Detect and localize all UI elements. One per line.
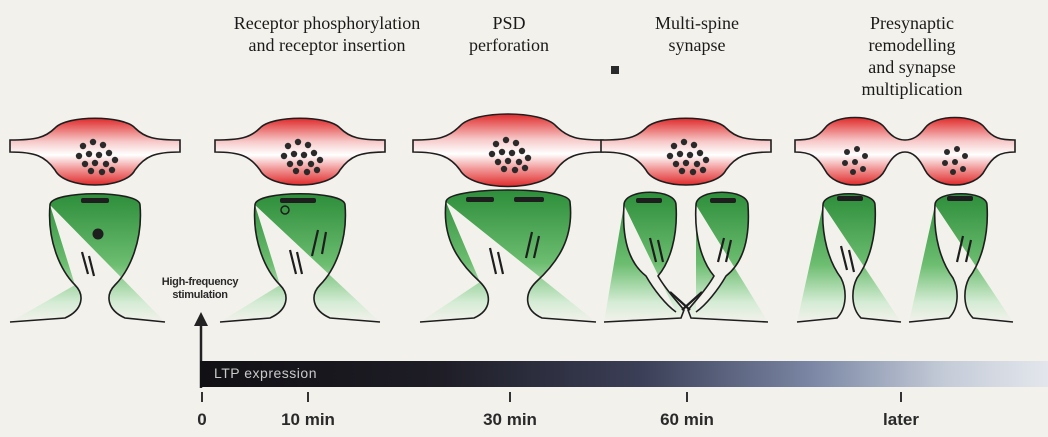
- time-label-later: later: [883, 410, 919, 430]
- time-label-30min: 30 min: [483, 410, 537, 430]
- tick-mark: [307, 392, 309, 402]
- synapse-stage-3: [601, 118, 771, 322]
- stimulation-label: High-frequency stimulation: [140, 276, 260, 302]
- ltp-label: LTP expression: [214, 365, 317, 381]
- time-label-0: 0: [197, 410, 206, 430]
- synapse-stage-4: [795, 118, 1015, 323]
- tick-mark: [509, 392, 511, 402]
- time-label-60min: 60 min: [660, 410, 714, 430]
- tick-mark: [201, 392, 203, 402]
- tick-mark: [686, 392, 688, 402]
- synapse-stage-2: [413, 114, 603, 322]
- tick-mark: [900, 392, 902, 402]
- time-label-10min: 10 min: [281, 410, 335, 430]
- marker-square: [611, 66, 619, 74]
- ltp-expression-bar: LTP expression: [200, 361, 1048, 387]
